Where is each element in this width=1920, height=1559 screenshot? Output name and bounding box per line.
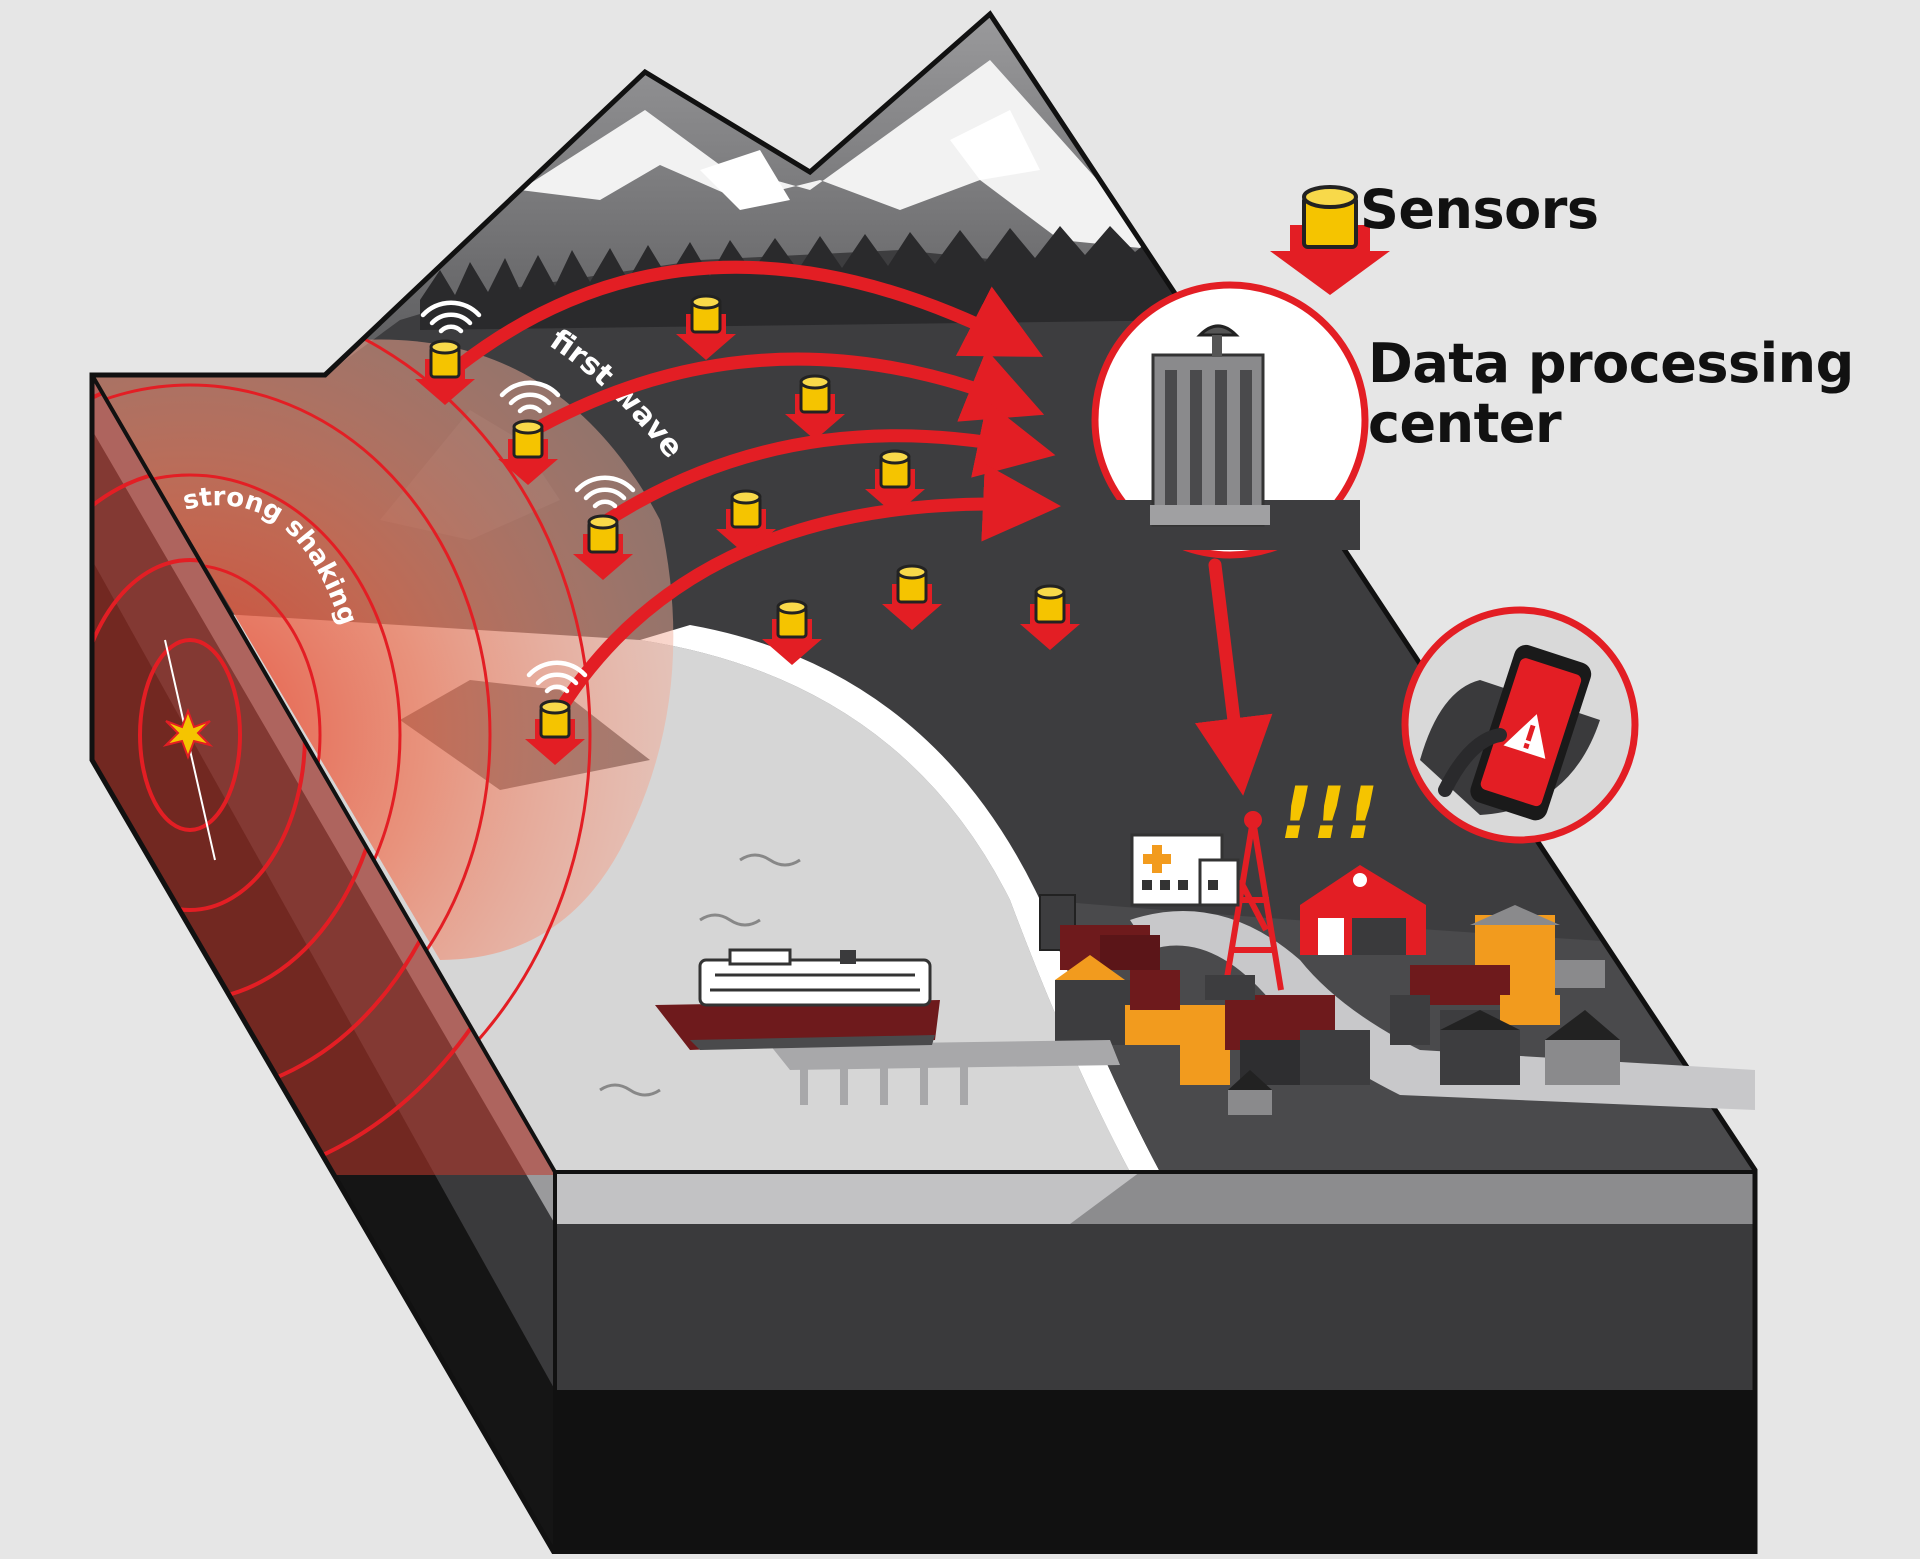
signal-arrow-3 xyxy=(593,401,1056,532)
data-center-label-line1: Data processing xyxy=(1368,332,1854,395)
signal-arrow-2 xyxy=(518,349,1045,442)
signal-arrow-down xyxy=(1194,558,1273,796)
epicenter-star-icon xyxy=(162,708,214,760)
signal-arrow-1 xyxy=(453,260,1044,372)
data-center-label-line2: center xyxy=(1368,392,1562,455)
data-center-label: Data processing center xyxy=(1368,334,1854,454)
fire-station-icon xyxy=(1300,865,1426,955)
pier xyxy=(770,1040,1120,1105)
phone-alert-icon xyxy=(1401,606,1639,844)
data-center-icon xyxy=(1091,281,1369,559)
sensors-label: Sensors xyxy=(1360,178,1599,241)
legend-sensor-icon xyxy=(1270,185,1390,295)
hospital-icon xyxy=(1130,833,1240,907)
block-front-face xyxy=(555,1172,1755,1554)
satellite-dish-icon xyxy=(1196,324,1240,357)
ship-icon xyxy=(655,948,940,1050)
city xyxy=(1039,811,1755,1115)
alert-marks: !!! xyxy=(1280,771,1379,855)
